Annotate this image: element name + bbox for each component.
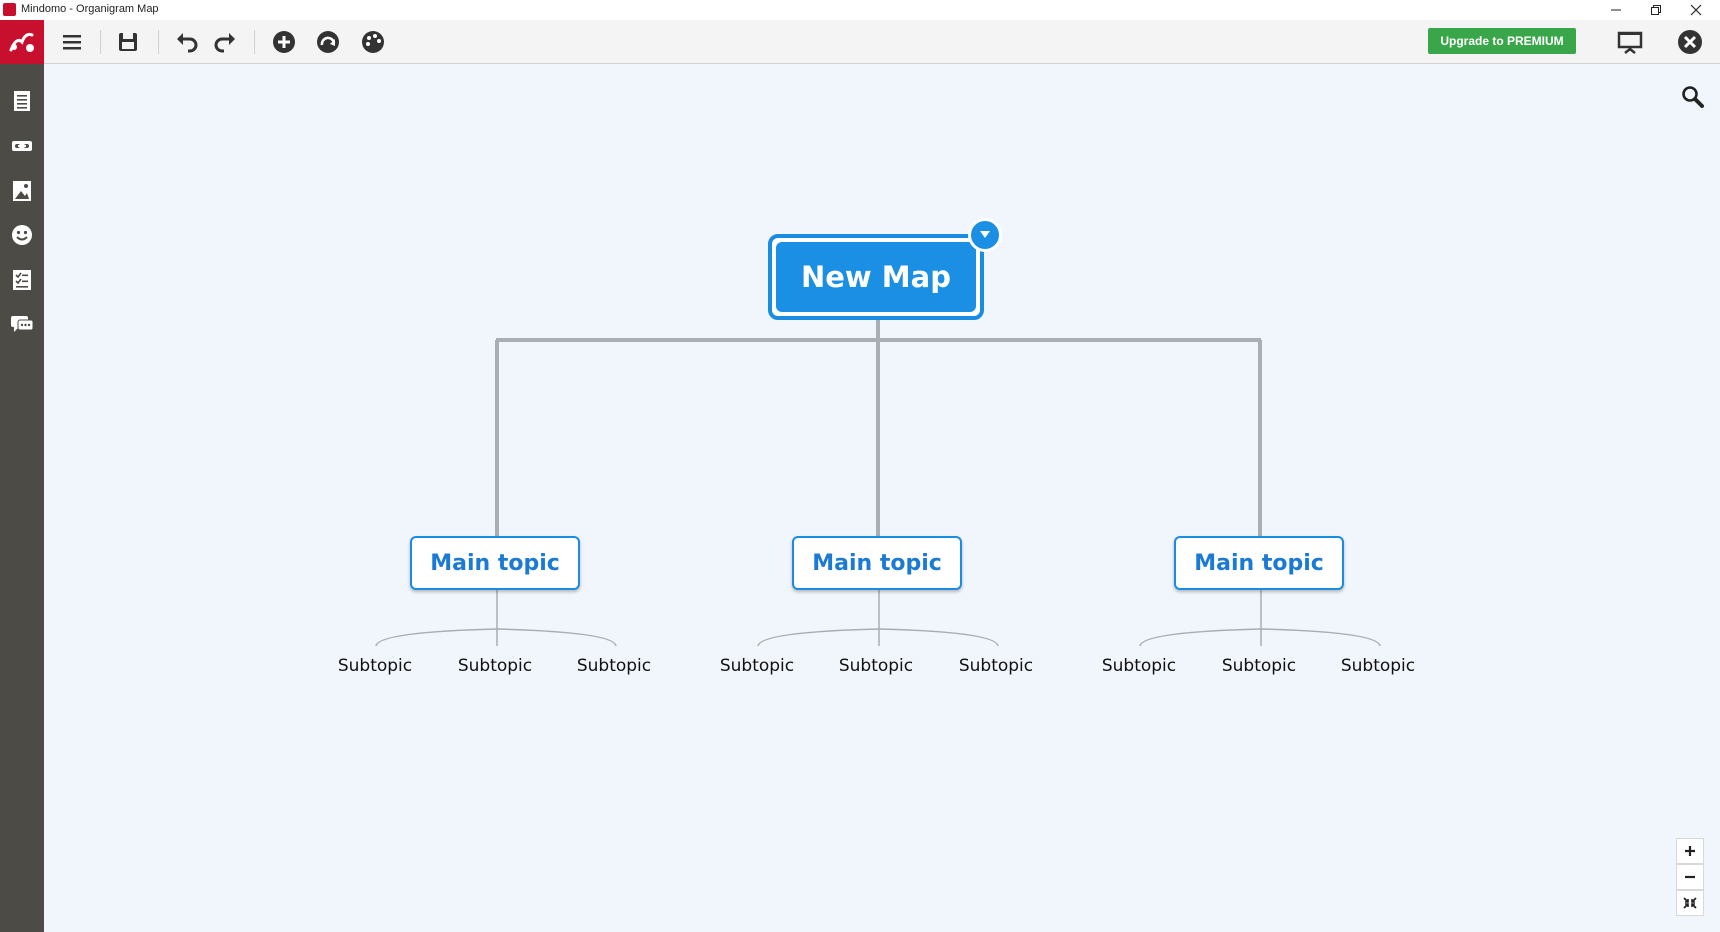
- main-topic[interactable]: Main topic: [1174, 536, 1344, 590]
- central-topic-body: New Map: [776, 242, 976, 312]
- add-relationship-icon[interactable]: [313, 27, 343, 57]
- add-topic-icon[interactable]: [269, 27, 299, 57]
- notes-icon[interactable]: [7, 86, 37, 116]
- title-bar: Mindomo - Organigram Map: [0, 0, 1720, 20]
- main-topic[interactable]: Main topic: [410, 536, 580, 590]
- collapse-icon[interactable]: [968, 218, 1002, 252]
- emoji-icon[interactable]: [7, 220, 37, 250]
- undo-icon[interactable]: [172, 27, 202, 57]
- comments-icon[interactable]: [7, 309, 37, 339]
- save-icon[interactable]: [113, 27, 143, 57]
- central-topic-label: New Map: [800, 260, 951, 294]
- window-title: Mindomo - Organigram Map: [21, 3, 159, 15]
- subtopic[interactable]: Subtopic: [457, 656, 533, 676]
- toolbar-divider: [100, 30, 101, 54]
- toolbar-divider: [158, 30, 159, 54]
- upgrade-premium-button[interactable]: Upgrade to PREMIUM: [1428, 28, 1576, 54]
- central-topic[interactable]: New Map: [768, 234, 984, 320]
- subtopic[interactable]: Subtopic: [958, 656, 1034, 676]
- main-topic-label: Main topic: [812, 550, 942, 576]
- window-close-button[interactable]: [1676, 0, 1716, 20]
- subtopic[interactable]: Subtopic: [1101, 656, 1177, 676]
- task-icon[interactable]: [7, 265, 37, 295]
- link-icon[interactable]: [7, 131, 37, 161]
- search-icon[interactable]: [1680, 84, 1706, 110]
- toolbar-divider: [254, 30, 255, 54]
- subtopic[interactable]: Subtopic: [838, 656, 914, 676]
- main-topic-label: Main topic: [1194, 550, 1324, 576]
- restore-button[interactable]: [1636, 0, 1676, 20]
- subtopic[interactable]: Subtopic: [1221, 656, 1297, 676]
- subtopic[interactable]: Subtopic: [576, 656, 652, 676]
- app-logo-icon: [3, 3, 16, 16]
- menu-icon[interactable]: [57, 27, 87, 57]
- redo-icon[interactable]: [210, 27, 240, 57]
- subtopic[interactable]: Subtopic: [719, 656, 795, 676]
- minimize-button[interactable]: [1596, 0, 1636, 20]
- zoom-in-button[interactable]: [1676, 838, 1704, 864]
- subtopic[interactable]: Subtopic: [337, 656, 413, 676]
- fit-to-screen-icon[interactable]: [1676, 890, 1704, 916]
- close-map-icon[interactable]: [1675, 27, 1705, 57]
- theme-icon[interactable]: [358, 27, 388, 57]
- image-icon[interactable]: [7, 176, 37, 206]
- mindomo-logo-icon[interactable]: [0, 20, 44, 64]
- main-topic[interactable]: Main topic: [792, 536, 962, 590]
- zoom-out-button[interactable]: [1676, 864, 1704, 890]
- present-icon[interactable]: [1615, 27, 1645, 57]
- subtopic[interactable]: Subtopic: [1340, 656, 1416, 676]
- sidebar: [0, 64, 44, 932]
- main-topic-label: Main topic: [430, 550, 560, 576]
